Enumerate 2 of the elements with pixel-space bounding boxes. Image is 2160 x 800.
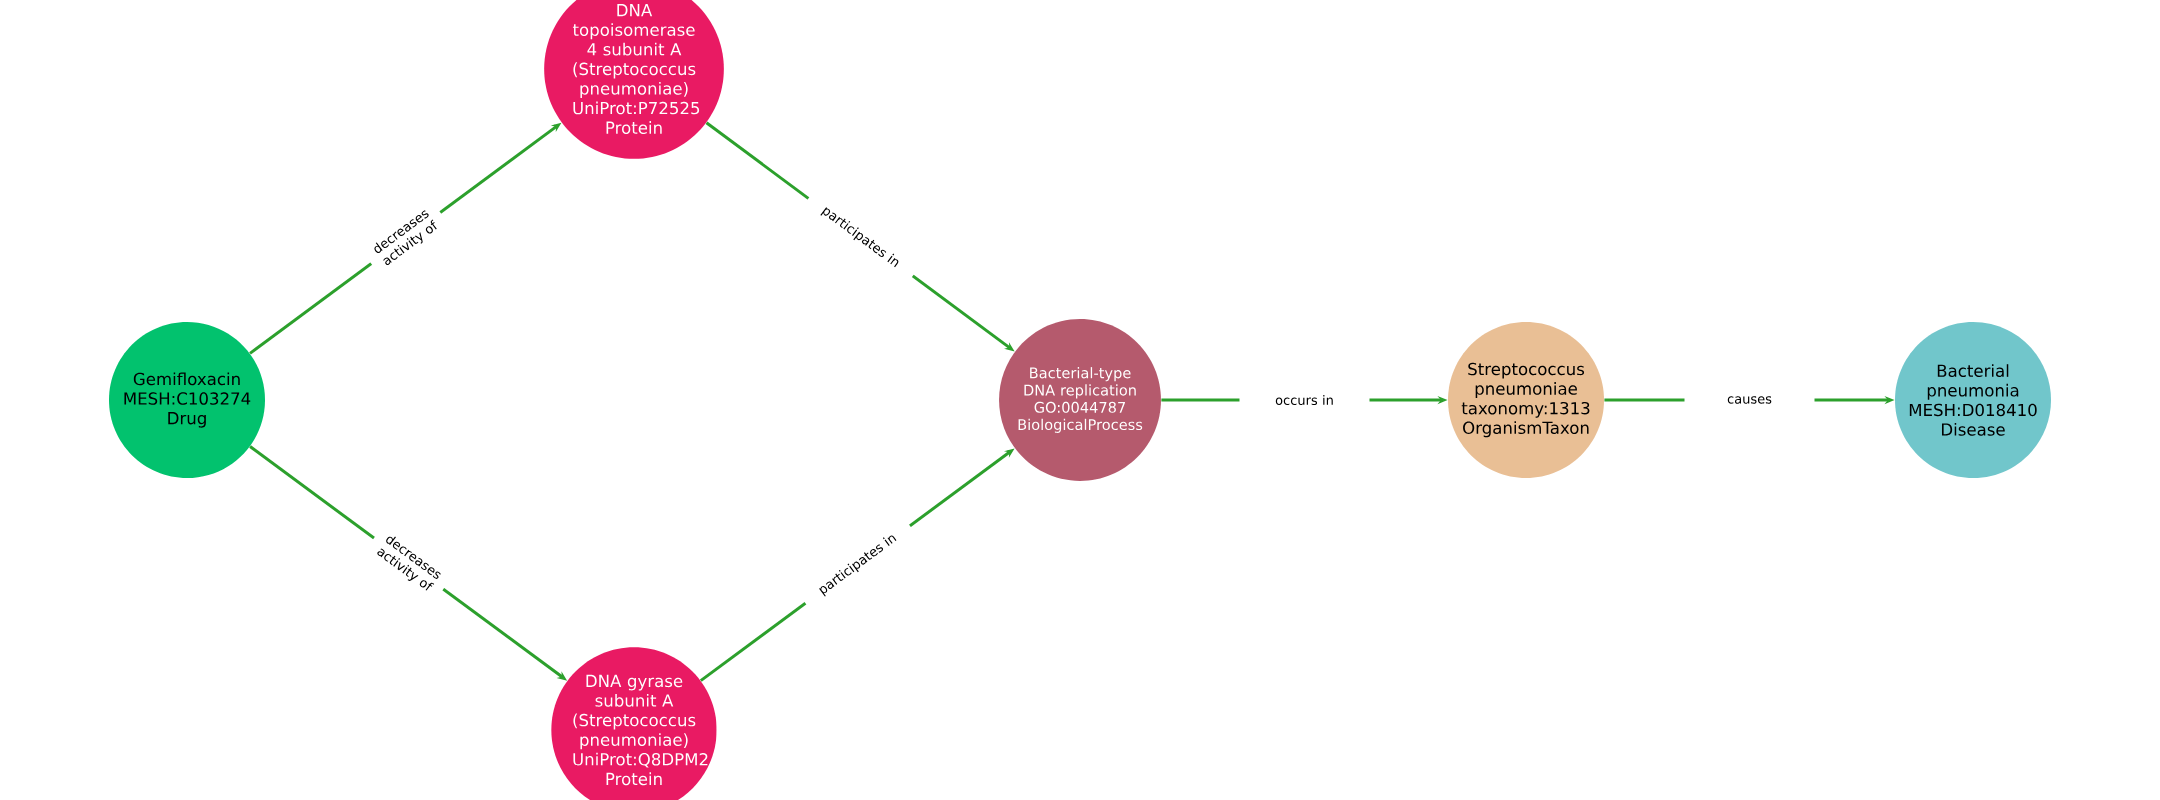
edge-label: occurs in	[1239, 392, 1370, 409]
edge-label: causes	[1684, 393, 1815, 407]
